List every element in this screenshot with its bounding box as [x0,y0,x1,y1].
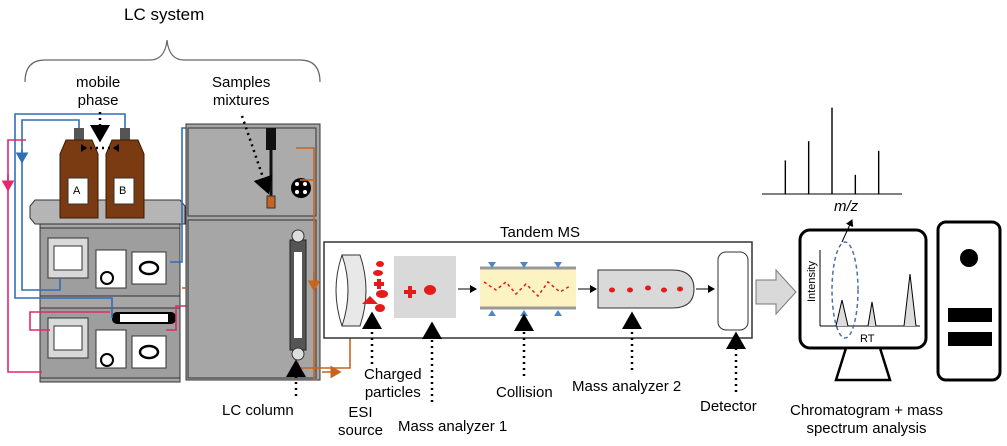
bottle-a-label: A [73,185,81,197]
samples-mixtures-label: Samples mixtures [212,74,271,109]
esi-source-label: ESI source [338,404,384,439]
computer-tower-icon [936,220,1002,382]
detector-label: Detector [700,398,757,415]
lc-system-label: LC system [124,5,205,24]
collision-label: Collision [496,384,553,401]
injector-icon [291,178,311,198]
ion-trap-icon [597,269,695,309]
mass-analyzer-1-label: Mass analyzer 1 [398,418,508,435]
rt-axis-label: RT [860,333,875,345]
pink-flow-line [1,139,190,373]
chromatogram-label: Chromatogram + mass spectrum analysis [790,402,943,437]
bracket-icon [24,39,321,83]
lc-module-right [185,123,321,381]
bottle-b-label: B [119,185,127,197]
esi-source-icon [335,254,367,327]
mass-analyzer-2-label: Mass analyzer 2 [572,378,682,395]
lc-module-left [29,199,186,383]
quadrupole-icon [394,256,456,318]
tandem-ms-label: Tandem MS [500,224,581,241]
intensity-axis-label: Intensity [806,261,818,302]
mz-label: m/z [834,198,859,215]
mobile-phase-label: mobile phase [76,74,121,109]
collision-cell-icon [480,262,576,316]
bottle-icon [105,128,145,219]
column-icon [289,229,307,361]
arrow-icon [755,268,797,316]
detector-icon [717,251,749,331]
bottle-icon [59,128,99,219]
charged-particles-label: Charged particles [364,366,422,401]
lc-column-label: LC column [222,402,294,419]
pointer-arrows [84,112,746,402]
monitor-icon [798,228,928,382]
mass-spectrum [762,107,902,195]
